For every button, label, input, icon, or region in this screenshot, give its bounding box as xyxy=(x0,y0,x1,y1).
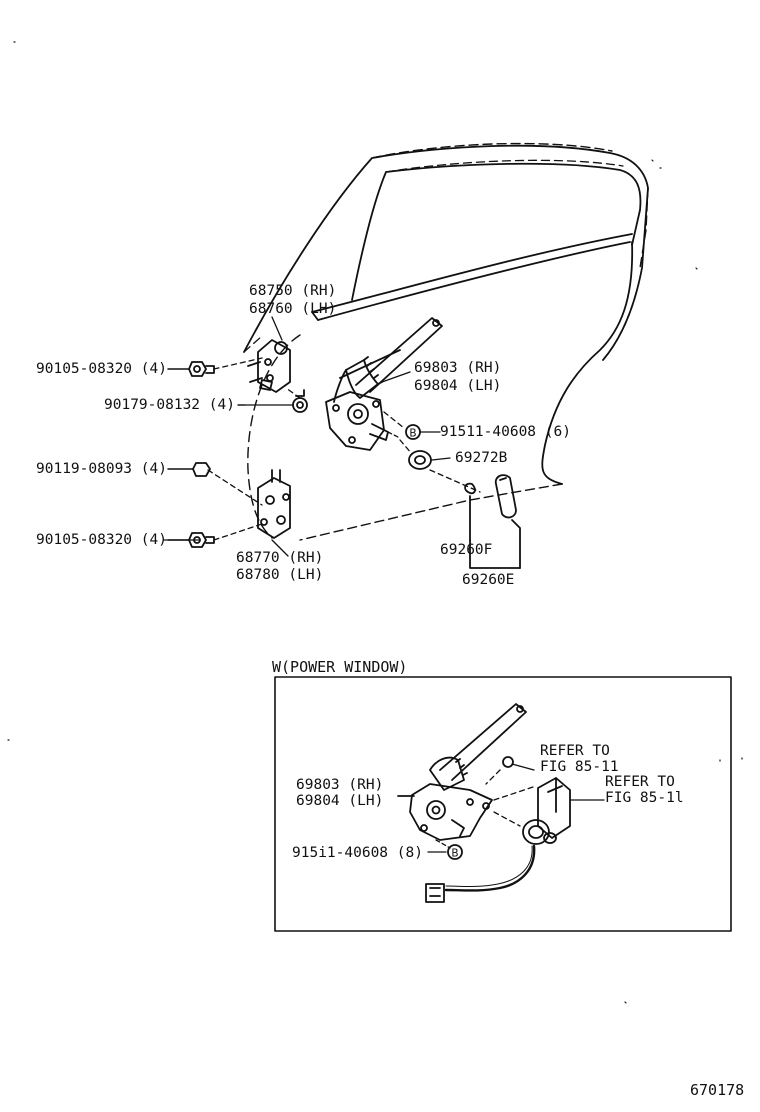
power-window-box xyxy=(274,676,732,932)
label-refer1-line2: FIG 85-11 xyxy=(540,759,619,775)
manual-regulator xyxy=(325,317,443,451)
pw-small-bolt-icon xyxy=(485,756,535,785)
label-bolt-lower-b: 90105-08320 (4) xyxy=(36,532,167,548)
label-bolt-upper-small: 90179-08132 (4) xyxy=(104,397,235,413)
label-hinge-upper-rh: 68750 (RH) xyxy=(249,283,337,299)
callout-b-power xyxy=(427,839,463,860)
upper-hinge xyxy=(247,339,291,393)
window-motor-icon xyxy=(493,777,605,845)
label-refer2-line1: REFER TO xyxy=(605,774,675,790)
label-bolt-upper: 90105-08320 (4) xyxy=(36,361,167,377)
speck-marks xyxy=(7,41,743,1004)
label-regulator-lh: 69804 (LH) xyxy=(414,378,502,394)
callout-b-manual-letter: B xyxy=(409,428,416,440)
label-regulator-rh: 69803 (RH) xyxy=(414,360,502,376)
lower-bolt-b-icon xyxy=(167,523,263,548)
lower-bolt-a-icon xyxy=(167,462,263,506)
label-washer: 69272B xyxy=(455,450,508,466)
label-hinge-lower-lh: 68780 (LH) xyxy=(236,567,324,583)
label-handle-e: 69260E xyxy=(462,572,515,588)
upper-bolt-icon xyxy=(167,357,263,377)
leader-lines xyxy=(163,316,451,557)
wire-harness-icon xyxy=(425,844,536,903)
door-outline xyxy=(243,142,649,541)
label-hinge-lower-rh: 68770 (RH) xyxy=(236,550,324,566)
washer-icon xyxy=(399,439,432,470)
figure-code: 670178 xyxy=(690,1081,745,1099)
label-pw-regulator-lh: 69804 (LH) xyxy=(296,793,384,809)
label-pw-bolt-b: 915i1-40608 (8) xyxy=(292,845,423,861)
power-regulator xyxy=(397,703,527,841)
label-pw-regulator-rh: 69803 (RH) xyxy=(296,777,384,793)
label-refer2-line2: FIG 85-1l xyxy=(605,790,684,806)
lower-hinge xyxy=(257,469,291,539)
label-bolt-b: 91511-40608 (6) xyxy=(440,424,571,440)
label-handle-f: 69260F xyxy=(440,542,493,558)
label-bolt-lower-a: 90119-08093 (4) xyxy=(36,461,167,477)
window-handle-icon xyxy=(429,469,521,569)
callout-b-power-letter: B xyxy=(451,848,458,860)
upper-small-bolt-icon xyxy=(237,387,308,413)
label-refer1-line1: REFER TO xyxy=(540,743,610,759)
label-hinge-upper-lh: 68760 (LH) xyxy=(249,301,337,317)
section-title: W(POWER WINDOW) xyxy=(272,658,408,676)
